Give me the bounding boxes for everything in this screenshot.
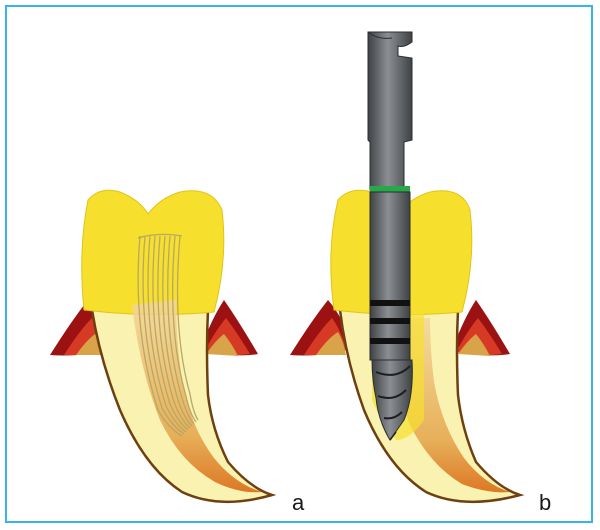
post-drill-icon bbox=[368, 32, 412, 440]
panel-label-a: a bbox=[292, 490, 304, 516]
panel-b-tooth bbox=[290, 32, 520, 502]
drill-band-2 bbox=[370, 318, 410, 324]
drill-band-3 bbox=[370, 338, 410, 344]
drill-green-band bbox=[370, 186, 410, 192]
panel-label-b: b bbox=[539, 490, 551, 516]
panel-a-tooth bbox=[50, 190, 272, 502]
drill-band-1 bbox=[370, 300, 410, 306]
